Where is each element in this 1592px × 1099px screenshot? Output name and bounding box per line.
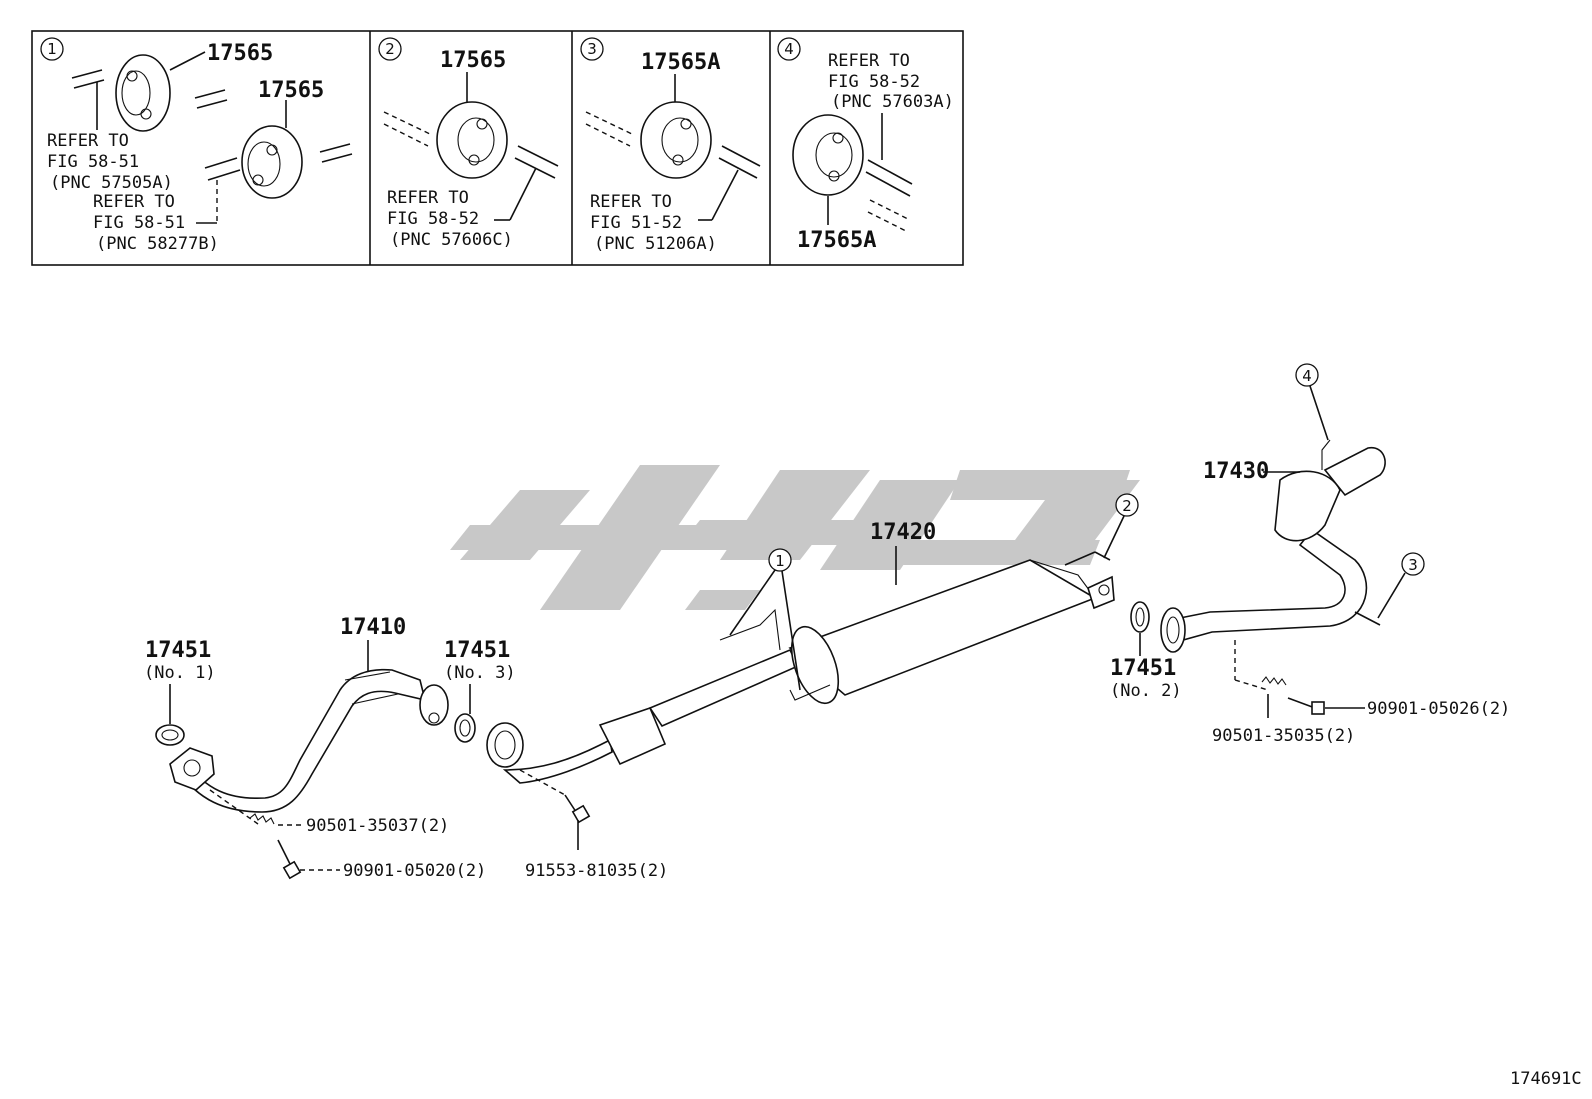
part-17451-number: 17451 [1110,656,1176,681]
refer-to-label: REFER TO [590,192,672,212]
figure-reference: FIG 58-51 [93,213,185,233]
part-number-17565A: 17565A [641,50,720,75]
part-17451-variant: (No. 3) [444,663,516,683]
gasket-no1 [155,724,185,746]
front-exhaust-pipe [169,668,449,813]
legend-panel-3: 3 17565A REFER TO FIG 51-52 (PNC 51206A) [580,37,761,254]
compression-spring [249,813,275,825]
bolt [564,794,591,824]
figure-reference: FIG 58-52 [387,209,479,229]
figure-reference: FIG 58-52 [828,72,920,92]
bolt [277,839,302,880]
refer-to-label: REFER TO [93,192,175,212]
rubber-hanger [792,114,864,196]
bolt-rear-number: 90901-05026(2) [1367,699,1510,719]
part-17420-number: 17420 [870,520,936,545]
panel-number: 4 [784,40,794,58]
rubber-hanger [241,125,303,199]
gasket-no3 [454,713,476,743]
panel-number: 3 [587,40,597,58]
refer-to-label: REFER TO [387,188,469,208]
callout-circle-1: 1 [775,552,785,570]
pnc-reference: (PNC 57505A) [50,173,173,193]
part-17410-number: 17410 [340,615,406,640]
legend-panel-1: 1 17565 17565 REFER TO FIG 58-51 [40,37,353,254]
watermark-logo [450,465,1140,610]
pnc-reference: (PNC 58277B) [96,234,219,254]
panel-number: 1 [47,40,57,58]
legend-panel-2: 2 17565 REFER TO FIG 58-52 (PNC 57606C) [378,37,559,250]
part-number-17565: 17565 [207,41,273,66]
part-number-17565A: 17565A [797,228,876,253]
bolt [1287,697,1325,715]
pnc-reference: (PNC 57606C) [390,230,513,250]
part-17451-number: 17451 [145,638,211,663]
callout-circle-3: 3 [1408,556,1418,574]
panel-number: 2 [385,40,395,58]
rubber-hanger [640,101,712,179]
callout-circle-2: 2 [1122,497,1132,515]
part-number-17565: 17565 [258,78,324,103]
tail-pipe [1160,439,1386,653]
refer-to-label: REFER TO [828,51,910,71]
part-17451-number: 17451 [444,638,510,663]
legend-box [31,30,964,266]
spring-front-number: 90501-35037(2) [306,816,449,836]
rubber-hanger [115,54,171,132]
pnc-reference: (PNC 57603A) [831,92,954,112]
callout-circle-4: 4 [1302,367,1312,385]
refer-to-label: REFER TO [47,131,129,151]
part-17451-variant: (No. 2) [1110,681,1182,701]
figure-code: 174691C [1510,1069,1582,1089]
gasket-no2 [1130,601,1150,633]
compression-spring [1261,676,1287,686]
part-number-17565: 17565 [440,48,506,73]
pnc-reference: (PNC 51206A) [594,234,717,254]
part-17430-number: 17430 [1203,459,1269,484]
bolt-mid-number: 91553-81035(2) [525,861,668,881]
figure-reference: FIG 51-52 [590,213,682,233]
figure-reference: FIG 58-51 [47,152,139,172]
bolt-front-number: 90901-05020(2) [343,861,486,881]
center-exhaust-pipe-muffler [486,551,1115,784]
rubber-hanger [436,101,508,179]
spring-rear-number: 90501-35035(2) [1212,726,1355,746]
legend-panel-4: 4 REFER TO FIG 58-52 (PNC 57603A) 17565A [777,37,954,253]
part-17451-variant: (No. 1) [144,663,216,683]
